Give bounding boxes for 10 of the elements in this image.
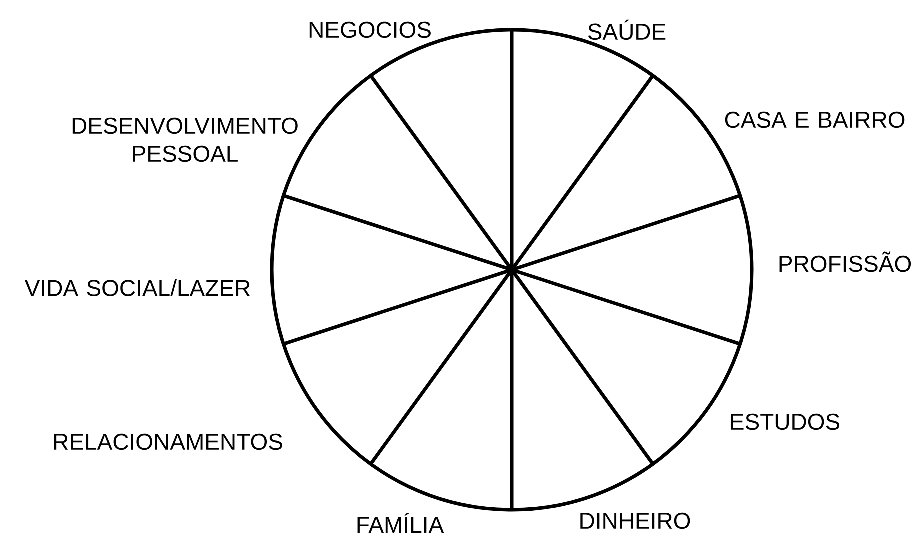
category-label: SAÚDE bbox=[588, 20, 666, 40]
category-label: RELACIONAMENTOS bbox=[54, 434, 282, 450]
category-label: VIDA SOCIAL/LAZER bbox=[24, 280, 250, 296]
category-label: NEGOCIOS bbox=[310, 22, 431, 38]
category-label: ESTUDOS bbox=[731, 414, 840, 430]
category-label: PROFISSÃO bbox=[780, 252, 912, 272]
category-label: DESENVOLVIMENTO PESSOAL bbox=[72, 118, 298, 162]
category-label: DINHEIRO bbox=[580, 512, 690, 530]
category-label: FAMÍLIA bbox=[358, 513, 444, 533]
category-label: CASA E BAIRRO bbox=[725, 112, 905, 128]
